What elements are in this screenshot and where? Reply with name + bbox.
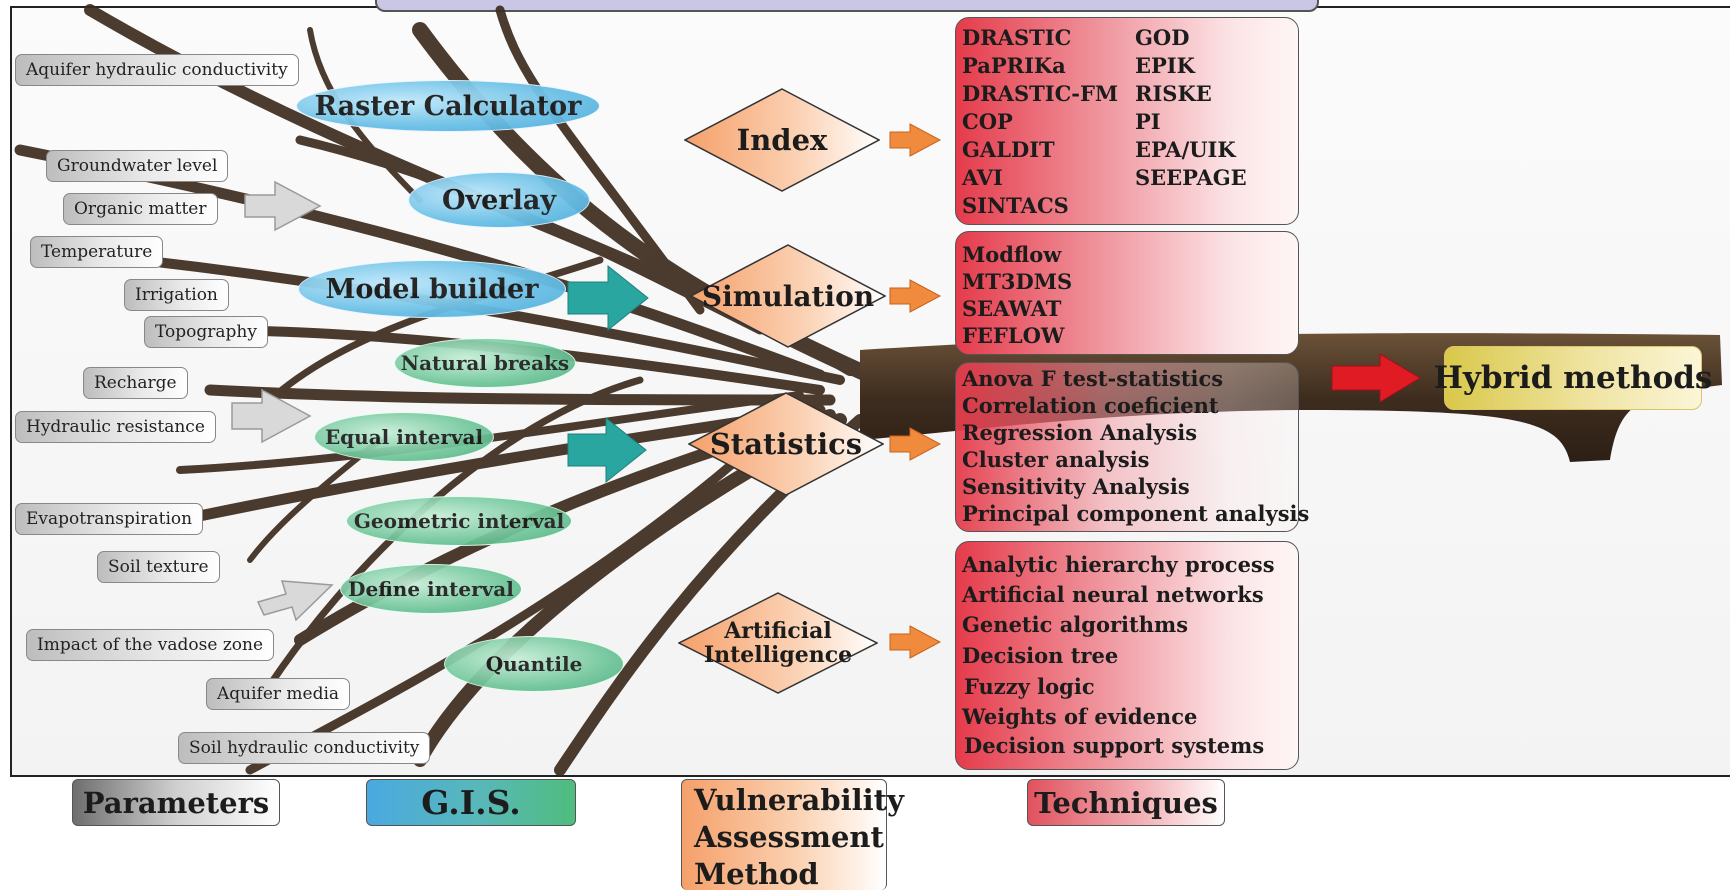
technique-item: RISKE — [1135, 81, 1212, 106]
parameter-evapotranspiration: Evapotranspiration — [15, 503, 204, 535]
technique-item: Modflow — [962, 242, 1062, 267]
method-statistics: Statistics — [688, 392, 884, 496]
gis-geometric-interval: Geometric interval — [346, 496, 572, 546]
technique-item: SEAWAT — [962, 296, 1062, 321]
technique-item: Sensitivity Analysis — [962, 474, 1190, 499]
hybrid-arrow-icon — [1331, 353, 1421, 403]
method-ai-label-line-2: Intelligence — [703, 642, 853, 668]
parameter-arrow-icon — [244, 180, 322, 232]
legend-vulnerability-line-2: Assessment — [694, 820, 884, 854]
technique-item: SEEPAGE — [1135, 165, 1247, 190]
technique-item: Genetic algorithms — [962, 612, 1189, 637]
technique-item: Artificial neural networks — [962, 582, 1264, 607]
parameter-irrigation: Irrigation — [124, 279, 229, 311]
method-index: Index — [684, 88, 880, 192]
parameter-soil-texture: Soil texture — [97, 551, 220, 583]
parameter-groundwater-level: Groundwater level — [46, 150, 229, 182]
diamond-shape — [678, 592, 878, 694]
technique-item: EPA/UIK — [1135, 137, 1236, 162]
method-artificial-intelligence: Artificial Intelligence — [678, 592, 878, 694]
technique-item: Regression Analysis — [962, 420, 1198, 445]
method-to-technique-arrow-icon — [889, 279, 942, 313]
legend-vulnerability-line-3: Method — [694, 857, 819, 891]
technique-item: GOD — [1135, 25, 1190, 50]
method-index-label: Index — [736, 123, 828, 157]
gis-quantile: Quantile — [444, 636, 624, 692]
method-simulation: Simulation — [690, 244, 886, 348]
legend-vulnerability-assessment-method: Vulnerability Assessment Method — [681, 779, 904, 891]
gis-to-method-arrow-icon — [567, 416, 647, 484]
gis-raster-calculator: Raster Calculator — [296, 80, 600, 132]
technique-item: FEFLOW — [962, 323, 1065, 348]
technique-item: MT3DMS — [962, 269, 1073, 294]
parameter-aquifer-hydraulic-conductivity: Aquifer hydraulic conductivity — [15, 54, 299, 86]
diamond-shape — [684, 88, 880, 192]
parameter-topography: Topography — [144, 316, 268, 348]
technique-item: COP — [962, 109, 1013, 134]
technique-item: PI — [1135, 109, 1161, 134]
technique-item: PaPRIKa — [962, 53, 1066, 78]
technique-item: DRASTIC — [962, 25, 1072, 50]
technique-item: AVI — [962, 165, 1003, 190]
parameter-impact-of-vadose-zone: Impact of the vadose zone — [26, 629, 275, 661]
method-to-technique-arrow-icon — [889, 427, 942, 461]
technique-item: GALDIT — [962, 137, 1055, 162]
diamond-shape — [690, 244, 886, 348]
parameter-hydraulic-resistance: Hydraulic resistance — [15, 411, 216, 443]
parameter-arrow-icon — [256, 580, 334, 622]
legend-parameters: Parameters — [72, 779, 280, 826]
technique-item: SINTACS — [962, 193, 1069, 218]
gis-model-builder: Model builder — [298, 260, 566, 318]
techniques-index-box: DRASTIC PaPRIKa DRASTIC-FM COP GALDIT AV… — [955, 17, 1299, 225]
technique-item: Weights of evidence — [962, 704, 1198, 729]
method-statistics-label: Statistics — [709, 427, 863, 461]
parameter-organic-matter: Organic matter — [63, 193, 218, 225]
hybrid-methods-box: Hybrid methods — [1434, 346, 1712, 410]
technique-item: Analytic hierarchy process — [962, 552, 1275, 577]
technique-item: EPIK — [1135, 53, 1195, 78]
parameter-recharge: Recharge — [83, 367, 188, 399]
techniques-simulation-box: Modflow MT3DMS SEAWAT FEFLOW — [955, 231, 1299, 355]
method-ai-label-line-1: Artificial — [724, 618, 832, 644]
technique-item: Correlation coeficient — [962, 393, 1219, 418]
parameter-aquifer-media: Aquifer media — [206, 678, 351, 710]
method-simulation-label: Simulation — [701, 279, 875, 313]
technique-item: Fuzzy logic — [964, 674, 1095, 699]
technique-item: DRASTIC-FM — [962, 81, 1119, 106]
legend-vulnerability-line-1: Vulnerability — [694, 783, 904, 817]
technique-item: Decision tree — [962, 643, 1119, 668]
gis-overlay: Overlay — [408, 172, 590, 228]
parameter-soil-hydraulic-conductivity: Soil hydraulic conductivity — [178, 732, 431, 764]
gis-natural-breaks: Natural breaks — [394, 338, 576, 388]
technique-item: Cluster analysis — [962, 447, 1150, 472]
parameter-arrow-icon — [231, 388, 312, 444]
technique-item: Principal component analysis — [962, 501, 1310, 526]
technique-item: Decision support systems — [964, 733, 1265, 758]
gis-define-interval: Define interval — [340, 564, 522, 614]
legend-gis: G.I.S. — [366, 779, 576, 826]
technique-item: Anova F test-statistics — [962, 366, 1224, 391]
gis-to-method-arrow-icon — [567, 264, 649, 332]
techniques-ai-box: Analytic hierarchy process Artificial ne… — [955, 541, 1299, 770]
top-banner-bar — [375, 0, 1319, 12]
parameter-temperature: Temperature — [30, 236, 164, 268]
techniques-statistics-box: Anova F test-statistics Correlation coef… — [955, 362, 1309, 532]
gis-equal-interval: Equal interval — [314, 412, 494, 462]
legend-techniques: Techniques — [1027, 779, 1225, 826]
method-to-technique-arrow-icon — [889, 123, 942, 157]
method-to-technique-arrow-icon — [889, 625, 942, 659]
method-ai-label: Artificial Intelligence — [704, 619, 852, 667]
diamond-shape — [688, 392, 884, 496]
